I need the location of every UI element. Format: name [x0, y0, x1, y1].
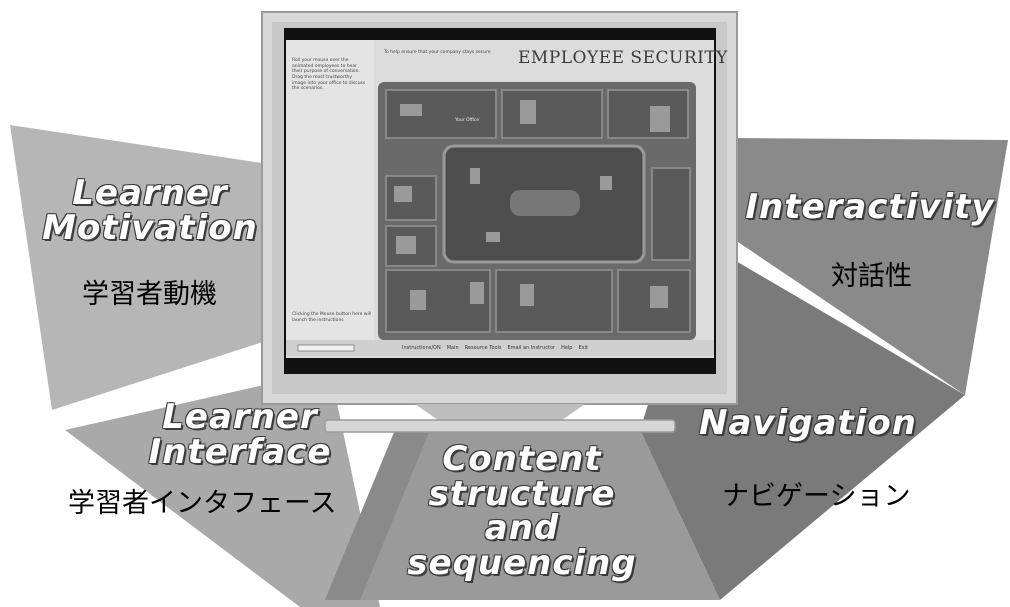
screen-office-label: Your Office: [455, 118, 480, 123]
nav-email-instructor[interactable]: Email an Instructor: [507, 345, 556, 351]
content-line-4: sequencing: [407, 543, 637, 584]
room-bottom-2: [495, 269, 613, 333]
content-line-3: and: [484, 508, 560, 549]
motivation-line-1: Learner: [72, 173, 228, 213]
nav-help[interactable]: Help: [561, 345, 573, 351]
interface-panel: [65, 370, 380, 607]
screen-footer-note: Clicking the Mouse button here will laun…: [292, 312, 372, 323]
interactivity-jp: 対話性: [831, 261, 912, 292]
nav-resource-tools[interactable]: Resource Tools: [464, 345, 502, 351]
motivation-panel: [10, 125, 300, 410]
navigation-label: Navigation: [699, 403, 917, 443]
interface-line-2: Interface: [148, 431, 332, 472]
content-panel: [325, 430, 720, 600]
screen-nav-bar: [286, 340, 714, 356]
motivation-line-2: Motivation: [42, 207, 258, 248]
navigation-jp: ナビゲーション: [722, 481, 911, 512]
progress-bar: [297, 344, 355, 352]
interactivity-label: Interactivity: [745, 187, 995, 227]
screen-left-panel: [286, 40, 374, 340]
interface-line-1: Learner: [162, 397, 318, 437]
screen-header-note: To help ensure that your company stays s…: [384, 50, 491, 55]
nav-instructions[interactable]: Instructions/ON: [402, 345, 441, 351]
conference-table: [510, 190, 580, 216]
content-label: Content structure and sequencing: [392, 442, 652, 581]
screen-nav: Instructions/ON Main Resource Tools Emai…: [402, 345, 588, 351]
interface-label: Learner Interface: [130, 400, 350, 469]
nav-main[interactable]: Main: [446, 345, 459, 351]
nav-exit[interactable]: Exit: [578, 345, 588, 351]
motivation-jp: 学習者動機: [82, 279, 217, 310]
furniture: [394, 100, 670, 310]
content-panel-shade: [325, 430, 430, 600]
monitor-neck: [415, 404, 585, 420]
content-line-1: Content: [442, 439, 602, 479]
interface-jp: 学習者インタフェース: [68, 488, 337, 519]
motivation-label: Learner Motivation: [30, 176, 270, 245]
screen-instructions: Roll your mouse over the animated employ…: [292, 58, 366, 92]
interactivity-panel: [735, 138, 1008, 395]
screen-title: EMPLOYEE SECURITY: [518, 48, 728, 68]
room-right: [651, 167, 691, 261]
screen-bottom-black: [284, 358, 716, 374]
room-top-mid: [501, 89, 603, 139]
monitor-stand: [324, 419, 676, 433]
content-line-2: structure: [428, 473, 616, 514]
room-top-right: [607, 89, 689, 139]
